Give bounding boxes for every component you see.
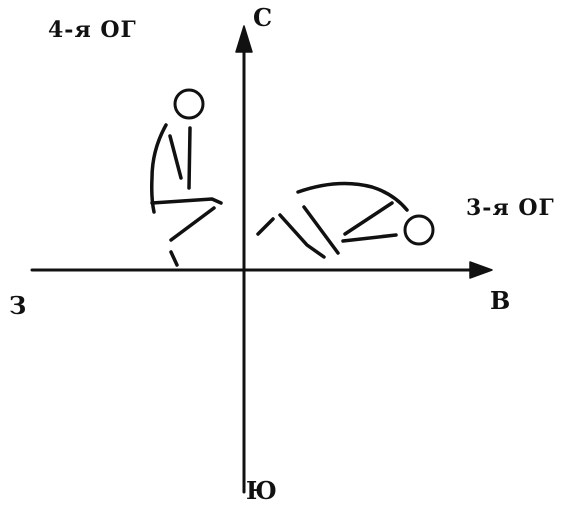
lying-figure bbox=[256, 181, 435, 259]
east-arrowhead bbox=[469, 261, 493, 279]
lying-figure-leg-upper bbox=[278, 213, 326, 259]
north-label: С bbox=[253, 3, 273, 32]
lying-figure-leg-lower bbox=[256, 217, 275, 236]
lying-figure-arm-upper bbox=[343, 201, 394, 236]
lying-figure-torso bbox=[302, 205, 340, 255]
north-arrowhead bbox=[235, 25, 253, 53]
seated-figure-torso bbox=[187, 126, 192, 190]
seated-figure-head bbox=[173, 88, 205, 120]
group-3-label: 3-я ОГ bbox=[466, 195, 555, 221]
east-label: В bbox=[490, 286, 511, 315]
seated-figure-back bbox=[150, 123, 168, 214]
seated-figure-foot bbox=[169, 250, 179, 267]
compass-axes bbox=[30, 25, 493, 494]
lying-figure-arm-lower bbox=[341, 233, 398, 243]
seated-figure-thigh bbox=[150, 197, 223, 205]
group-4-label: 4-я ОГ bbox=[48, 17, 137, 43]
west-label: З bbox=[9, 291, 27, 320]
seated-figure bbox=[150, 88, 223, 267]
south-label: Ю bbox=[246, 476, 277, 505]
lying-figure-back bbox=[296, 181, 409, 212]
lying-figure-head bbox=[403, 214, 435, 246]
seated-figure-arm bbox=[168, 134, 183, 180]
seated-figure-shin bbox=[169, 206, 216, 242]
